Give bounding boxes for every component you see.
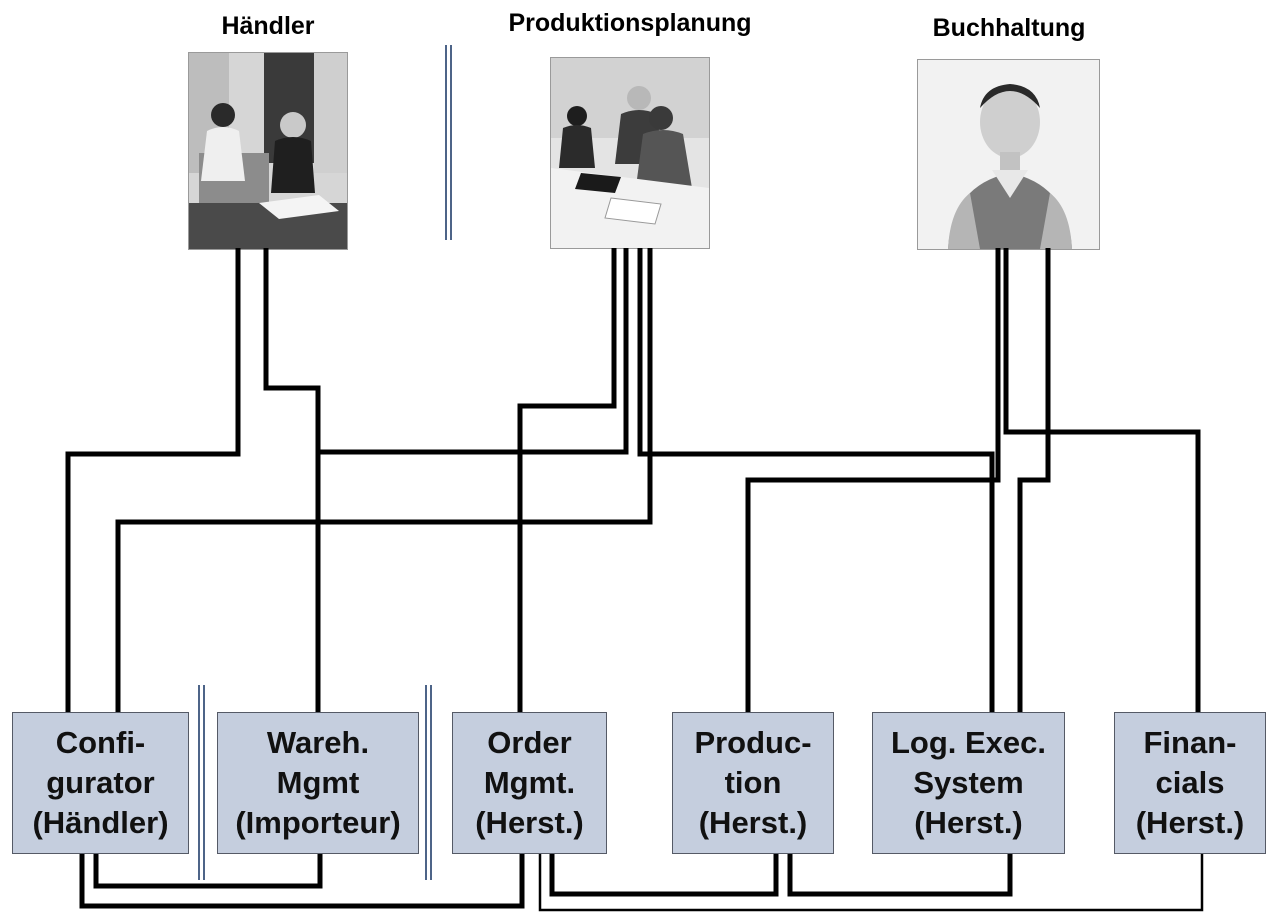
wire-configurator-order <box>79 854 525 909</box>
system-label-line: (Herst.) <box>698 805 808 840</box>
system-label-line: Confi- <box>55 725 146 760</box>
system-box-warehouse-mgmt: Wareh. Mgmt (Importeur) <box>217 712 419 854</box>
role-title-haendler: Händler <box>221 12 315 40</box>
system-label-line: Order <box>487 725 572 760</box>
system-label-line: cials <box>1155 765 1225 800</box>
system-box-configurator: Confi- gurator (Händler) <box>12 712 189 854</box>
wire-buchhaltung-production <box>745 248 1001 712</box>
system-label-line: (Importeur) <box>235 805 401 840</box>
wire-buchhaltung-les <box>1017 248 1051 712</box>
wire-produktion-order <box>517 248 617 712</box>
system-label-line: Produc- <box>694 725 812 760</box>
system-label-line: Finan- <box>1143 725 1237 760</box>
role-title-buchhaltung: Buchhaltung <box>932 14 1086 42</box>
system-label-line: (Herst.) <box>914 805 1023 840</box>
portrait-photo <box>917 59 1100 250</box>
system-label-line: System <box>913 765 1024 800</box>
system-box-production: Produc- tion (Herst.) <box>672 712 834 854</box>
system-label-line: (Händler) <box>32 805 169 840</box>
meeting-photo <box>188 52 348 250</box>
wire-order-financials <box>538 854 1204 912</box>
wire-produktion-warehouse <box>318 248 629 455</box>
wire-haendler-configurator <box>65 248 241 712</box>
wire-configurator-warehouse <box>93 854 323 889</box>
system-label-line: (Herst.) <box>475 805 584 840</box>
wire-order-production <box>549 854 779 897</box>
separator-configurator-warehouse <box>198 685 205 880</box>
separator-top <box>445 45 452 240</box>
wire-produktion-les <box>637 248 995 712</box>
system-label-line: gurator <box>46 765 155 800</box>
wire-production-les <box>787 854 1013 897</box>
separator-warehouse-order <box>425 685 432 880</box>
system-label-line: Mgmt <box>276 765 360 800</box>
system-label-line: Mgmt. <box>483 765 576 800</box>
separator-lines <box>198 45 452 880</box>
system-label-line: (Herst.) <box>1135 805 1245 840</box>
role-title-produktionsplanung: Produktionsplanung <box>508 9 752 37</box>
system-box-order-mgmt: Order Mgmt. (Herst.) <box>452 712 607 854</box>
wire-produktion-configurator <box>115 248 653 712</box>
system-box-financials: Finan- cials (Herst.) <box>1114 712 1266 854</box>
wire-haendler-warehouse <box>263 248 321 712</box>
system-box-log-exec-system: Log. Exec. System (Herst.) <box>872 712 1065 854</box>
system-label-line: Log. Exec. <box>890 725 1047 760</box>
system-label-line: Wareh. <box>266 725 370 760</box>
wire-buchhaltung-financials <box>1003 248 1201 712</box>
system-label-line: tion <box>724 765 782 800</box>
team-photo <box>550 57 710 249</box>
